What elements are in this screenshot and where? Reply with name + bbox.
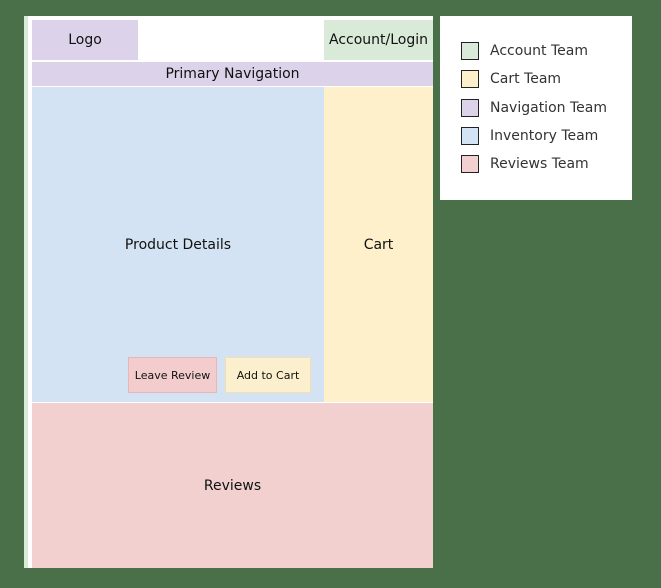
account-login-label: Account/Login bbox=[328, 32, 428, 48]
legend-label: Inventory Team bbox=[490, 127, 599, 144]
primary-navigation-region: Primary Navigation bbox=[32, 62, 433, 86]
legend-swatch bbox=[461, 98, 479, 117]
logo-label: Logo bbox=[68, 32, 102, 48]
cart-label: Cart bbox=[363, 236, 394, 253]
legend-swatch bbox=[461, 155, 479, 174]
page-layout-diagram: Logo Account/Login Primary Navigation Pr… bbox=[24, 16, 433, 568]
legend-item-cart-team: Cart Team bbox=[461, 68, 632, 90]
legend-swatch bbox=[461, 126, 479, 145]
leave-review-button[interactable]: Leave Review bbox=[128, 357, 217, 393]
legend-label: Cart Team bbox=[490, 71, 562, 88]
legend-item-navigation-team: Navigation Team bbox=[461, 97, 632, 119]
primary-navigation-label: Primary Navigation bbox=[165, 66, 300, 82]
legend-item-account-team: Account Team bbox=[461, 40, 632, 62]
legend-item-inventory-team: Inventory Team bbox=[461, 125, 632, 147]
legend-label: Navigation Team bbox=[490, 99, 607, 116]
reviews-region: Reviews bbox=[32, 403, 433, 568]
account-login-region: Account/Login bbox=[324, 20, 433, 60]
reviews-label: Reviews bbox=[203, 477, 262, 494]
cart-region: Cart bbox=[324, 87, 433, 402]
product-details-label: Product Details bbox=[124, 236, 232, 253]
legend-label: Reviews Team bbox=[490, 156, 589, 173]
legend-swatch bbox=[461, 42, 479, 60]
add-to-cart-button[interactable]: Add to Cart bbox=[225, 357, 311, 393]
product-details-region: Product Details bbox=[32, 87, 324, 402]
team-legend: Account Team Cart Team Navigation Team I… bbox=[440, 16, 632, 200]
legend-label: Account Team bbox=[490, 43, 588, 59]
legend-item-reviews-team: Reviews Team bbox=[461, 153, 632, 175]
legend-swatch bbox=[461, 70, 479, 89]
logo-region: Logo bbox=[32, 20, 138, 60]
